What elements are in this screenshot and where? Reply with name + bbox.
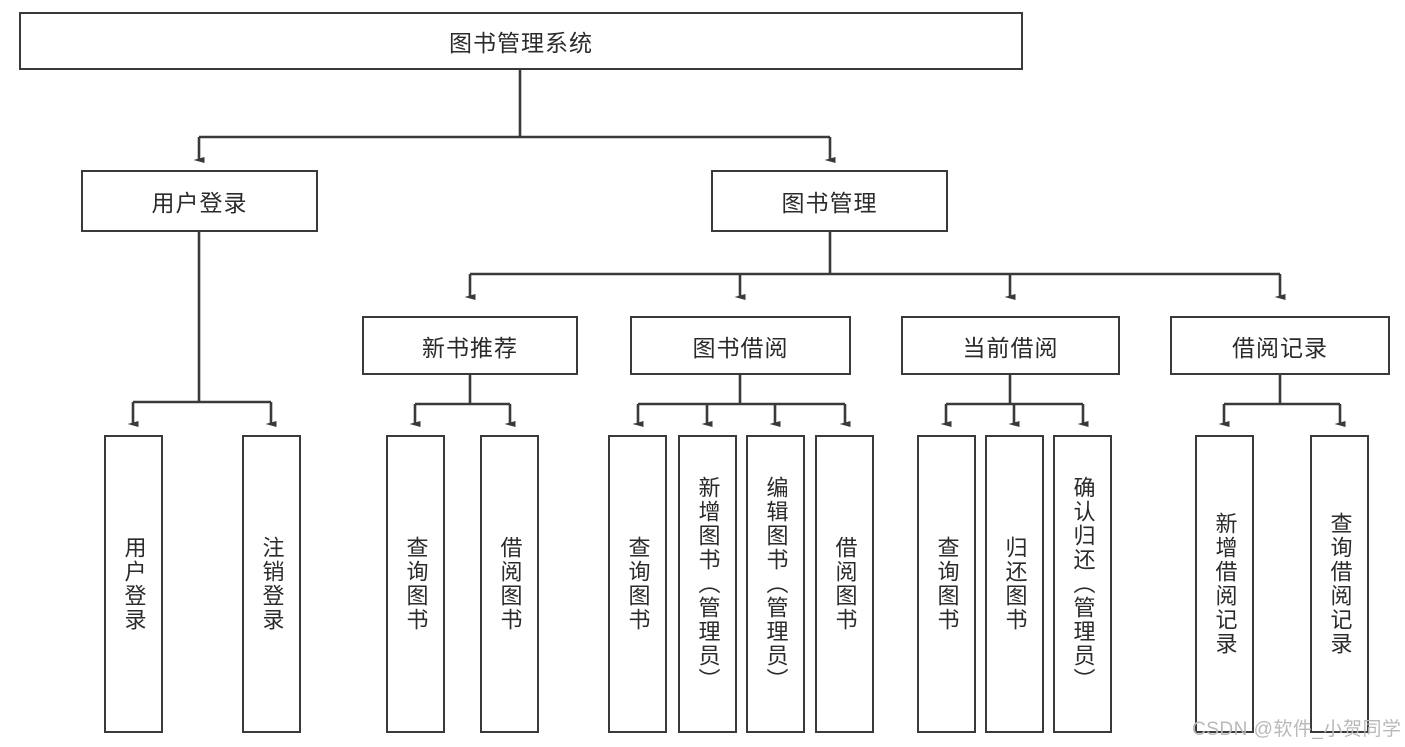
leaf-edit-book-admin[interactable]: 编辑图书（管理员） <box>746 435 805 733</box>
node-label: 新增借阅记录 <box>1212 512 1238 656</box>
node-label: 确认归还（管理员） <box>1070 476 1096 692</box>
leaf-query-books-current[interactable]: 查询图书 <box>917 435 976 733</box>
leaf-return-books[interactable]: 归还图书 <box>985 435 1044 733</box>
node-label: 查询图书 <box>934 536 960 632</box>
node-label: 用户登录 <box>121 536 147 632</box>
leaf-query-books-borrowing[interactable]: 查询图书 <box>608 435 667 733</box>
node-book-management[interactable]: 图书管理 <box>711 170 948 232</box>
node-label: 图书管理系统 <box>449 30 593 56</box>
leaf-borrow-books-recommendation[interactable]: 借阅图书 <box>480 435 539 733</box>
leaf-logout[interactable]: 注销登录 <box>242 435 301 733</box>
node-label: 新增图书（管理员） <box>695 476 721 692</box>
node-label: 图书借阅 <box>692 334 789 361</box>
node-label: 查询图书 <box>625 536 651 632</box>
node-label: 编辑图书（管理员） <box>763 476 789 692</box>
watermark: CSDN @软件_小贺同学 <box>1192 719 1402 740</box>
node-label: 借阅记录 <box>1232 334 1328 361</box>
leaf-confirm-return-admin[interactable]: 确认归还（管理员） <box>1053 435 1112 733</box>
node-root-book-management-system[interactable]: 图书管理系统 <box>19 12 1023 70</box>
leaf-user-login[interactable]: 用户登录 <box>104 435 163 733</box>
leaf-query-borrowing-record[interactable]: 查询借阅记录 <box>1310 435 1369 733</box>
node-label: 查询借阅记录 <box>1327 512 1353 656</box>
node-new-book-recommendation[interactable]: 新书推荐 <box>362 316 578 375</box>
leaf-borrow-books-borrowing[interactable]: 借阅图书 <box>815 435 874 733</box>
leaf-add-borrowing-record[interactable]: 新增借阅记录 <box>1195 435 1254 733</box>
node-user-login[interactable]: 用户登录 <box>81 170 318 232</box>
node-label: 查询图书 <box>403 536 429 632</box>
node-current-borrowing[interactable]: 当前借阅 <box>901 316 1120 375</box>
leaf-add-book-admin[interactable]: 新增图书（管理员） <box>678 435 737 733</box>
node-label: 新书推荐 <box>422 334 518 361</box>
node-label: 借阅图书 <box>497 536 523 632</box>
node-label: 归还图书 <box>1002 536 1028 632</box>
node-label: 用户登录 <box>151 190 248 216</box>
node-label: 当前借阅 <box>962 334 1059 361</box>
node-label: 图书管理 <box>781 190 878 216</box>
leaf-query-books-recommendation[interactable]: 查询图书 <box>386 435 445 733</box>
node-book-borrowing[interactable]: 图书借阅 <box>630 316 851 375</box>
node-borrowing-records[interactable]: 借阅记录 <box>1170 316 1390 375</box>
node-label: 借阅图书 <box>832 536 858 632</box>
node-label: 注销登录 <box>259 536 285 632</box>
